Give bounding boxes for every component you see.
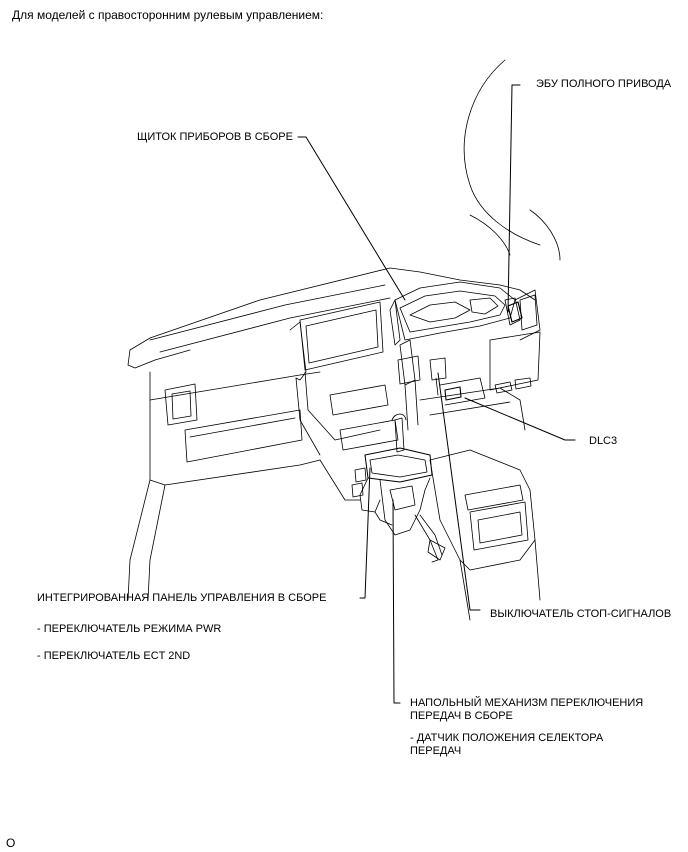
- diagram-caption: Для моделей с правосторонним рулевым упр…: [12, 8, 324, 22]
- label-integration-panel: ИНТЕГРИРОВАННАЯ ПАНЕЛЬ УПРАВЛЕНИЯ В СБОР…: [37, 592, 327, 604]
- label-awd-ecu: ЭБУ ПОЛНОГО ПРИВОДА: [536, 78, 672, 90]
- label-pwr-switch: - ПЕРЕКЛЮЧАТЕЛЬ РЕЖИМА PWR: [37, 623, 222, 635]
- label-dlc3: DLC3: [589, 435, 618, 447]
- label-stop-light-switch: ВЫКЛЮЧАТЕЛЬ СТОП-СИГНАЛОВ: [490, 608, 672, 620]
- figure-code: O: [6, 836, 16, 850]
- label-shift-lever-line1: НАПОЛЬНЫЙ МЕХАНИЗМ ПЕРЕКЛЮЧЕНИЯ: [410, 697, 644, 709]
- label-shift-sensor-line1: - ДАТЧИК ПОЛОЖЕНИЯ СЕЛЕКТОРА: [410, 732, 604, 744]
- label-shift-sensor-line2: ПЕРЕДАЧ: [410, 745, 462, 757]
- label-combination-meter: ЩИТОК ПРИБОРОВ В СБОРЕ: [137, 131, 293, 143]
- label-ect-2nd-switch: - ПЕРЕКЛЮЧАТЕЛЬ ECT 2ND: [37, 650, 191, 662]
- label-shift-lever-line2: ПЕРЕДАЧ В СБОРЕ: [410, 710, 513, 722]
